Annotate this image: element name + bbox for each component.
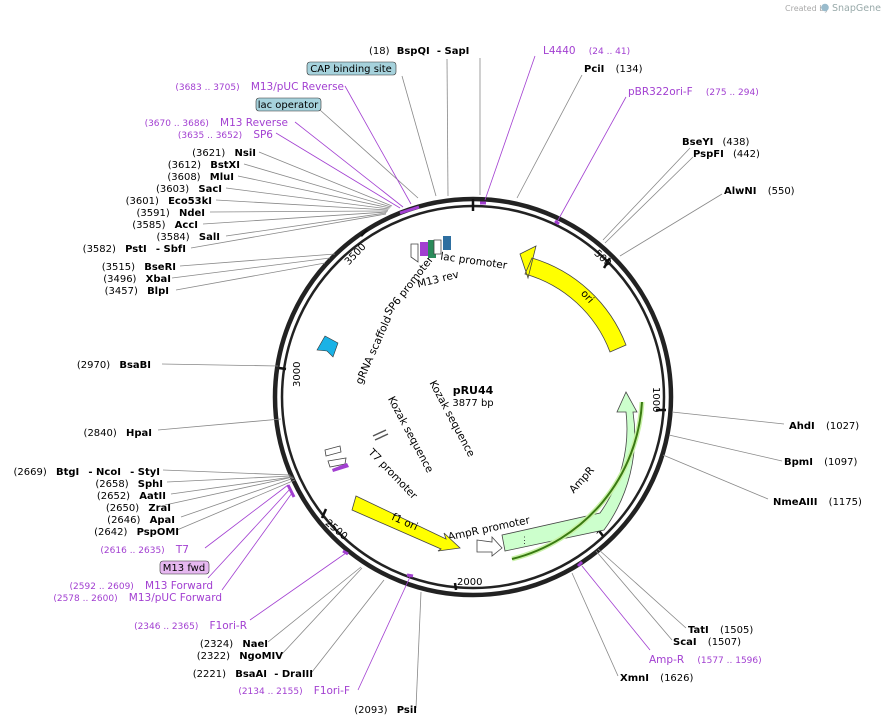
ampr-label: AmpR [567, 464, 597, 495]
plasmid-name: pRU44 [453, 384, 494, 397]
primer-pbr322ori-f[interactable]: pBR322ori-F (275 .. 294) [628, 86, 759, 98]
site-bseri[interactable]: (3515) BseRI [102, 262, 176, 273]
site-ngomiv[interactable]: (2322) NgoMIV [197, 651, 284, 662]
primer-sp6[interactable]: (3635 .. 3652) SP6 [178, 129, 273, 141]
site-nsii[interactable]: (3621) NsiI [192, 148, 256, 159]
ampr-join-marker: ⋮ [520, 536, 529, 546]
site-scai[interactable]: ScaI (1507) [673, 637, 741, 648]
site-pspomi[interactable]: (2642) PspOMI [94, 527, 179, 538]
primer-labels-right: L4440 (24 .. 41) pBR322ori-F (275 .. 294… [543, 45, 762, 666]
site-bsaai[interactable]: (2221) BsaAI - DraIII [193, 669, 313, 680]
cap-binding-site-label: CAP binding site [310, 64, 392, 75]
lac-operator-box[interactable] [255, 97, 322, 112]
tick-label-3000: 3000 [292, 362, 303, 387]
site-mlui[interactable]: (3608) MluI [167, 172, 234, 183]
primer-f1ori-r[interactable]: (2346 .. 2365) F1ori-R [134, 620, 247, 632]
site-xmni[interactable]: XmnI (1626) [620, 673, 694, 684]
site-naei[interactable]: (2324) NaeI [200, 639, 268, 650]
site-zrai[interactable]: (2650) ZraI [106, 503, 171, 514]
primer-m13-reverse[interactable]: (3670 .. 3686) M13 Reverse [145, 117, 288, 129]
primer-labels-left: (2134 .. 2155) F1ori-F (2346 .. 2365) F1… [53, 81, 350, 697]
site-ahdi[interactable]: AhdI (1027) [789, 421, 859, 432]
site-acci[interactable]: (3585) AccI [132, 220, 198, 231]
grna-scaffold-feature[interactable] [316, 335, 339, 358]
primer-amp-r[interactable]: Amp-R (1577 .. 1596) [649, 654, 762, 666]
tick-label-1000: 1000 [650, 387, 661, 412]
f1-ori-feature[interactable] [351, 495, 461, 552]
site-labels-right: (18) BspQI - SapI PciI (134) BseYI (438)… [369, 46, 862, 684]
site-pspfi[interactable]: PspFI (442) [693, 149, 760, 160]
sp6-promoter-feature[interactable] [410, 243, 419, 263]
m13-rev-primer-mark [420, 242, 428, 256]
primer-connector-lines [204, 55, 651, 691]
kozak-mark-1 [372, 429, 387, 437]
t7-promoter-label: T7 promoter [365, 446, 420, 502]
site-blpi[interactable]: (3457) BlpI [105, 286, 169, 297]
site-sphi[interactable]: (2658) SphI [95, 479, 163, 490]
site-bstxi[interactable]: (3612) BstXI [168, 160, 240, 171]
t7-primer-mark [332, 463, 349, 472]
lac-promoter-feature[interactable] [433, 239, 442, 255]
ampr-promoter-feature[interactable] [476, 535, 503, 557]
site-sali[interactable]: (3584) SalI [156, 232, 220, 243]
site-hpai[interactable]: (2840) HpaI [84, 428, 152, 439]
grna-scaffold-label: gRNA scaffold [353, 314, 394, 386]
connector-lines [157, 58, 785, 709]
t7-promoter-feature[interactable] [324, 445, 342, 457]
site-tati[interactable]: TatI (1505) [688, 625, 753, 636]
primer-t7[interactable]: (2616 .. 2635) T7 [100, 544, 189, 556]
primer-m13-forward[interactable]: (2592 .. 2609) M13 Forward [70, 580, 213, 592]
kozak-mark-2 [374, 433, 389, 441]
site-psti[interactable]: (3582) PstI - SbfI [83, 244, 186, 255]
site-alwni[interactable]: AlwNI (550) [724, 186, 795, 197]
ampr-primer-bar [511, 401, 643, 560]
site-ndei[interactable]: (3591) NdeI [137, 208, 205, 219]
site-bsabi[interactable]: (2970) BsaBI [77, 360, 151, 371]
snapgene-brand: Created by SnapGene [785, 3, 881, 14]
tick-marks [278, 199, 666, 591]
brand-created-by: Created by [785, 4, 829, 13]
lac-operator-feature[interactable] [443, 236, 451, 250]
brand-name: SnapGene [832, 3, 881, 14]
site-pcii[interactable]: PciI (134) [584, 64, 643, 75]
m13-fwd-box[interactable] [159, 560, 210, 575]
lac-promoter-label: lac promoter [440, 251, 509, 272]
plasmid-size: 3877 bp [452, 398, 493, 409]
ori-feature[interactable] [519, 245, 627, 353]
cap-binding-site-box[interactable] [306, 61, 397, 76]
site-btgi[interactable]: (2669) BtgI - NcoI - StyI [14, 467, 161, 478]
primer-m13-puc-reverse[interactable]: (3683 .. 3705) M13/pUC Reverse [175, 81, 344, 93]
kozak-sequence-label-1: Kozak sequence [385, 394, 435, 474]
m13-fwd-label: M13 fwd [163, 563, 205, 574]
primer-l4440[interactable]: L4440 (24 .. 41) [543, 45, 630, 57]
boxed-labels: CAP binding site lac operator M13 fwd [159, 61, 397, 575]
site-bpmi[interactable]: BpmI (1097) [784, 457, 857, 468]
snapgene-logo-icon [821, 3, 829, 12]
site-psii[interactable]: (2093) PsiI [354, 705, 417, 716]
primer-f1ori-f[interactable]: (2134 .. 2155) F1ori-F [238, 685, 350, 697]
site-aatii[interactable]: (2652) AatII [97, 491, 166, 502]
site-bspqi[interactable]: (18) BspQI - SapI [369, 46, 469, 57]
site-bseyi[interactable]: BseYI (438) [682, 137, 750, 148]
site-xbai[interactable]: (3496) XbaI [103, 274, 171, 285]
lac-operator-label: lac operator [258, 100, 319, 111]
primer-ring-marks [286, 201, 584, 578]
site-nmeaiii[interactable]: NmeAIII (1175) [773, 497, 862, 508]
site-apai[interactable]: (2646) ApaI [107, 515, 175, 526]
site-labels-left: (2093) PsiI (2221) BsaAI - DraIII (2322)… [14, 148, 418, 716]
site-saci[interactable]: (3603) SacI [156, 184, 222, 195]
site-eco53ki[interactable]: (3601) Eco53kI [126, 196, 212, 207]
primer-m13-puc-forward[interactable]: (2578 .. 2600) M13/pUC Forward [53, 592, 222, 604]
tick-label-2000: 2000 [457, 577, 482, 588]
